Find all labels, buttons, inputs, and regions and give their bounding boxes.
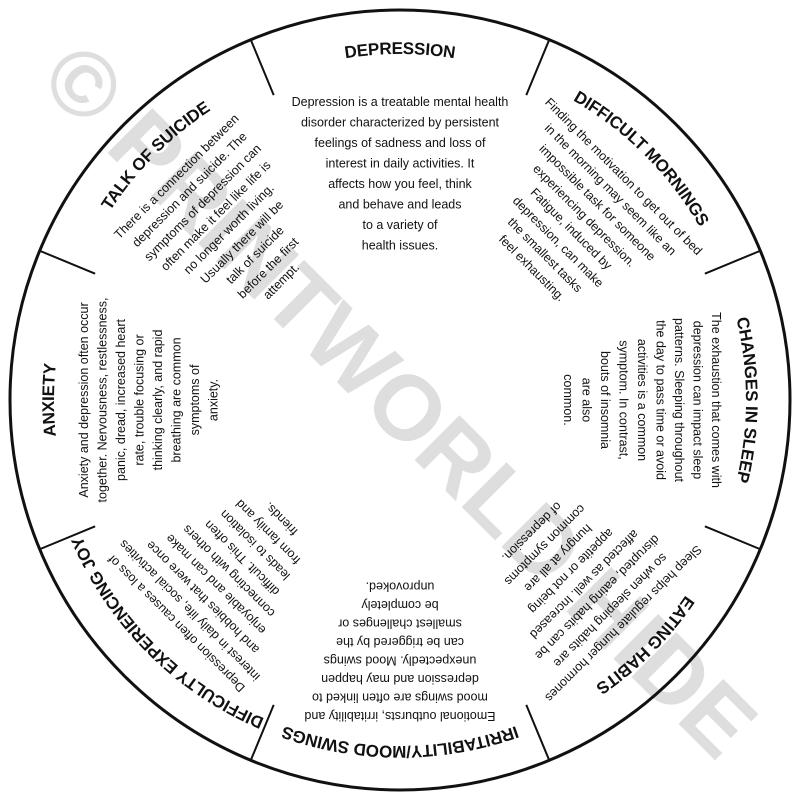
description-line: depression can impact sleep xyxy=(691,321,705,479)
segment-title: ANXIETY xyxy=(39,362,60,438)
description-line: Emotional outbursts, irritability and xyxy=(304,709,495,723)
divider-line xyxy=(39,249,96,275)
divider-line xyxy=(249,39,275,96)
center-text: Depression is a treatable mental health d… xyxy=(292,95,509,253)
description-line: bouts of insomnia xyxy=(598,351,612,449)
divider-line xyxy=(704,249,761,275)
center-line: Depression is a treatable mental health xyxy=(292,95,509,109)
description-line: are also xyxy=(580,378,594,423)
description-line: patterns. Sleeping throughout xyxy=(672,318,686,483)
center-line: interest in daily activities. It xyxy=(326,157,475,171)
description-line: common. xyxy=(561,374,575,425)
description-line: the day to pass time or avoid xyxy=(654,320,668,480)
segment-title: DEPRESSION xyxy=(343,39,456,62)
description-line: mood swings are often linked to xyxy=(312,691,488,705)
description-line: unexpectedly. Mood swings xyxy=(324,654,477,668)
description-line: activities is a common xyxy=(635,339,649,461)
segment-description: Emotional outbursts, irritability and moo… xyxy=(304,580,495,724)
description-line: smallest challenges or xyxy=(338,617,462,631)
divider-line xyxy=(525,39,551,96)
segment-description: Finding the motivation to get out of bed… xyxy=(451,95,705,349)
segment-description: Anxiety and depression often occur togeth… xyxy=(77,298,221,503)
center-line: to a variety of xyxy=(362,218,438,232)
description-line: can be triggered by the xyxy=(336,635,464,649)
segment-dividers xyxy=(39,39,761,761)
segment-title: DIFFICULT MORNINGS xyxy=(567,79,721,233)
description-line: symptom. In contrast, xyxy=(617,340,631,459)
segment-description: Depression often causes a loss ofinteres… xyxy=(103,446,354,697)
segment-description: The exhaustion that comes with depression… xyxy=(561,312,723,488)
description-line: Anxiety and depression often occur xyxy=(77,302,91,497)
description-line: symptoms of xyxy=(188,364,202,435)
description-line: breathing are common xyxy=(170,337,184,462)
center-line: health issues. xyxy=(362,239,438,253)
description-line: unprovoked. xyxy=(366,580,435,594)
center-description: Depression is a treatable mental health d… xyxy=(292,95,509,253)
divider-line xyxy=(704,525,761,551)
description-line: The exhaustion that comes with xyxy=(709,312,723,488)
segment-title: IRRITABILITY/MOOD SWINGS xyxy=(279,722,521,761)
description-line: depression and may happen xyxy=(321,672,479,686)
center-line: affects how you feel, think xyxy=(328,177,472,191)
center-line: feelings of sadness and loss of xyxy=(315,136,486,150)
description-line: panic, dread, increased heart xyxy=(114,319,128,481)
description-line: be completely xyxy=(361,598,439,612)
divider-line xyxy=(39,525,96,551)
description-line: thinking clearly, and rapid xyxy=(151,330,165,471)
center-line: disorder characterized by persistent xyxy=(301,116,500,130)
divider-line xyxy=(525,704,551,761)
description-line: together. Nervousness, restlessness, xyxy=(96,298,110,503)
segment-title: CHANGES IN SLEEP xyxy=(732,315,761,485)
description-line: rate, trouble focusing or xyxy=(133,334,147,465)
description-line: anxiety. xyxy=(207,379,221,421)
divider-line xyxy=(249,704,275,761)
outer-circle xyxy=(8,8,792,792)
center-line: and behave and leads xyxy=(338,198,461,212)
